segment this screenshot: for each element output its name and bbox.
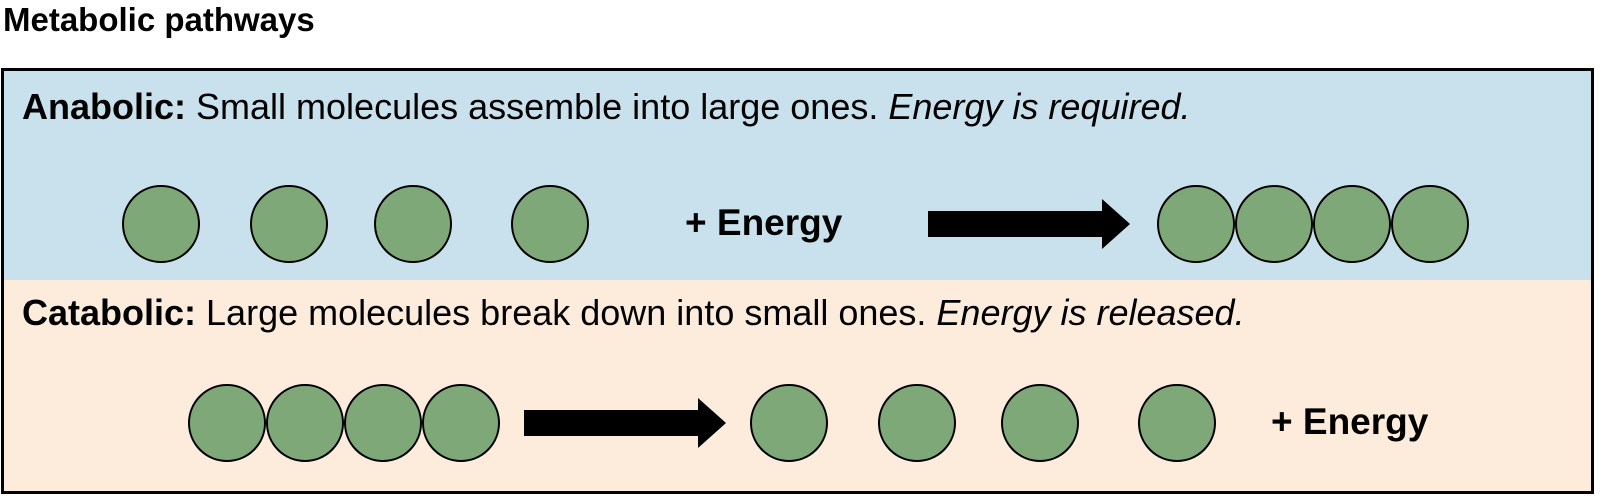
anabolic-label: Anabolic: xyxy=(22,86,187,127)
catabolic-text: Large molecules break down into small on… xyxy=(196,292,937,333)
energy-output-label: + Energy xyxy=(1271,401,1429,442)
energy-input-label: + Energy xyxy=(685,202,843,243)
anabolic-text: Small molecules assemble into large ones… xyxy=(186,86,889,127)
catabolic-note: Energy is released. xyxy=(936,292,1245,333)
small-molecule xyxy=(374,185,452,263)
catabolic-description: Catabolic: Large molecules break down in… xyxy=(22,291,1245,335)
anabolic-note: Energy is required. xyxy=(888,86,1191,127)
large-molecule-unit xyxy=(422,384,500,462)
large-molecule-unit xyxy=(1391,185,1469,263)
small-molecule xyxy=(1138,384,1216,462)
anabolic-panel: Anabolic: Small molecules assemble into … xyxy=(1,68,1594,283)
large-molecule-unit xyxy=(344,384,422,462)
large-molecule-unit xyxy=(1157,185,1235,263)
reaction-arrow-icon xyxy=(524,398,726,448)
small-molecule xyxy=(511,185,589,263)
catabolic-label: Catabolic: xyxy=(22,292,197,333)
small-molecule xyxy=(122,185,200,263)
large-molecule-unit xyxy=(1235,185,1313,263)
small-molecule xyxy=(750,384,828,462)
anabolic-description: Anabolic: Small molecules assemble into … xyxy=(22,85,1191,129)
small-molecule xyxy=(1001,384,1079,462)
catabolic-panel: Catabolic: Large molecules break down in… xyxy=(1,280,1594,494)
large-molecule-unit xyxy=(266,384,344,462)
large-molecule-unit xyxy=(1313,185,1391,263)
large-molecule-unit xyxy=(188,384,266,462)
small-molecule xyxy=(878,384,956,462)
diagram-title: Metabolic pathways xyxy=(3,1,315,38)
reaction-arrow-icon xyxy=(928,199,1130,249)
small-molecule xyxy=(250,185,328,263)
